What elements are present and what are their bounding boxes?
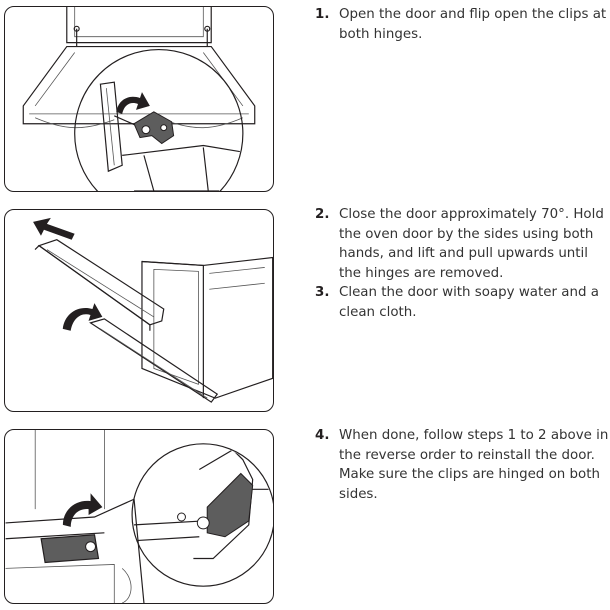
hinge-clip-drawing xyxy=(22,7,256,191)
rotate-arrow-icon xyxy=(116,92,150,114)
door-removal-drawing xyxy=(33,217,273,403)
pull-arrow-icon xyxy=(33,217,75,240)
reinstall-drawing xyxy=(5,430,273,603)
step-number: 1. xyxy=(315,7,330,22)
step-4: 4. When done, follow steps 1 to 2 above … xyxy=(315,426,610,504)
rotate-arrow-icon xyxy=(62,493,103,527)
step-number: 4. xyxy=(315,428,330,443)
step-3: 3. Clean the door with soapy water and a… xyxy=(315,283,610,322)
step-number: 3. xyxy=(315,285,330,300)
illustration-remove-door xyxy=(4,209,274,412)
instruction-list-2: 2. Close the door approximately 70°. Hol… xyxy=(315,205,610,322)
step-text: Clean the door with soapy water and a cl… xyxy=(339,285,599,320)
step-1: 1. Open the door and flip open the clips… xyxy=(315,5,610,44)
step-number: 2. xyxy=(315,207,330,222)
illustration-flip-clips xyxy=(4,6,274,192)
lift-arrow-icon xyxy=(62,303,103,331)
instruction-list-1: 1. Open the door and flip open the clips… xyxy=(315,5,610,44)
step-text: Open the door and flip open the clips at… xyxy=(339,7,607,42)
step-2: 2. Close the door approximately 70°. Hol… xyxy=(315,205,610,283)
step-text: Close the door approximately 70°. Hold t… xyxy=(339,207,604,281)
instruction-list-3: 4. When done, follow steps 1 to 2 above … xyxy=(315,426,610,504)
step-text: When done, follow steps 1 to 2 above in … xyxy=(339,428,609,502)
illustration-reinstall-door xyxy=(4,429,274,604)
